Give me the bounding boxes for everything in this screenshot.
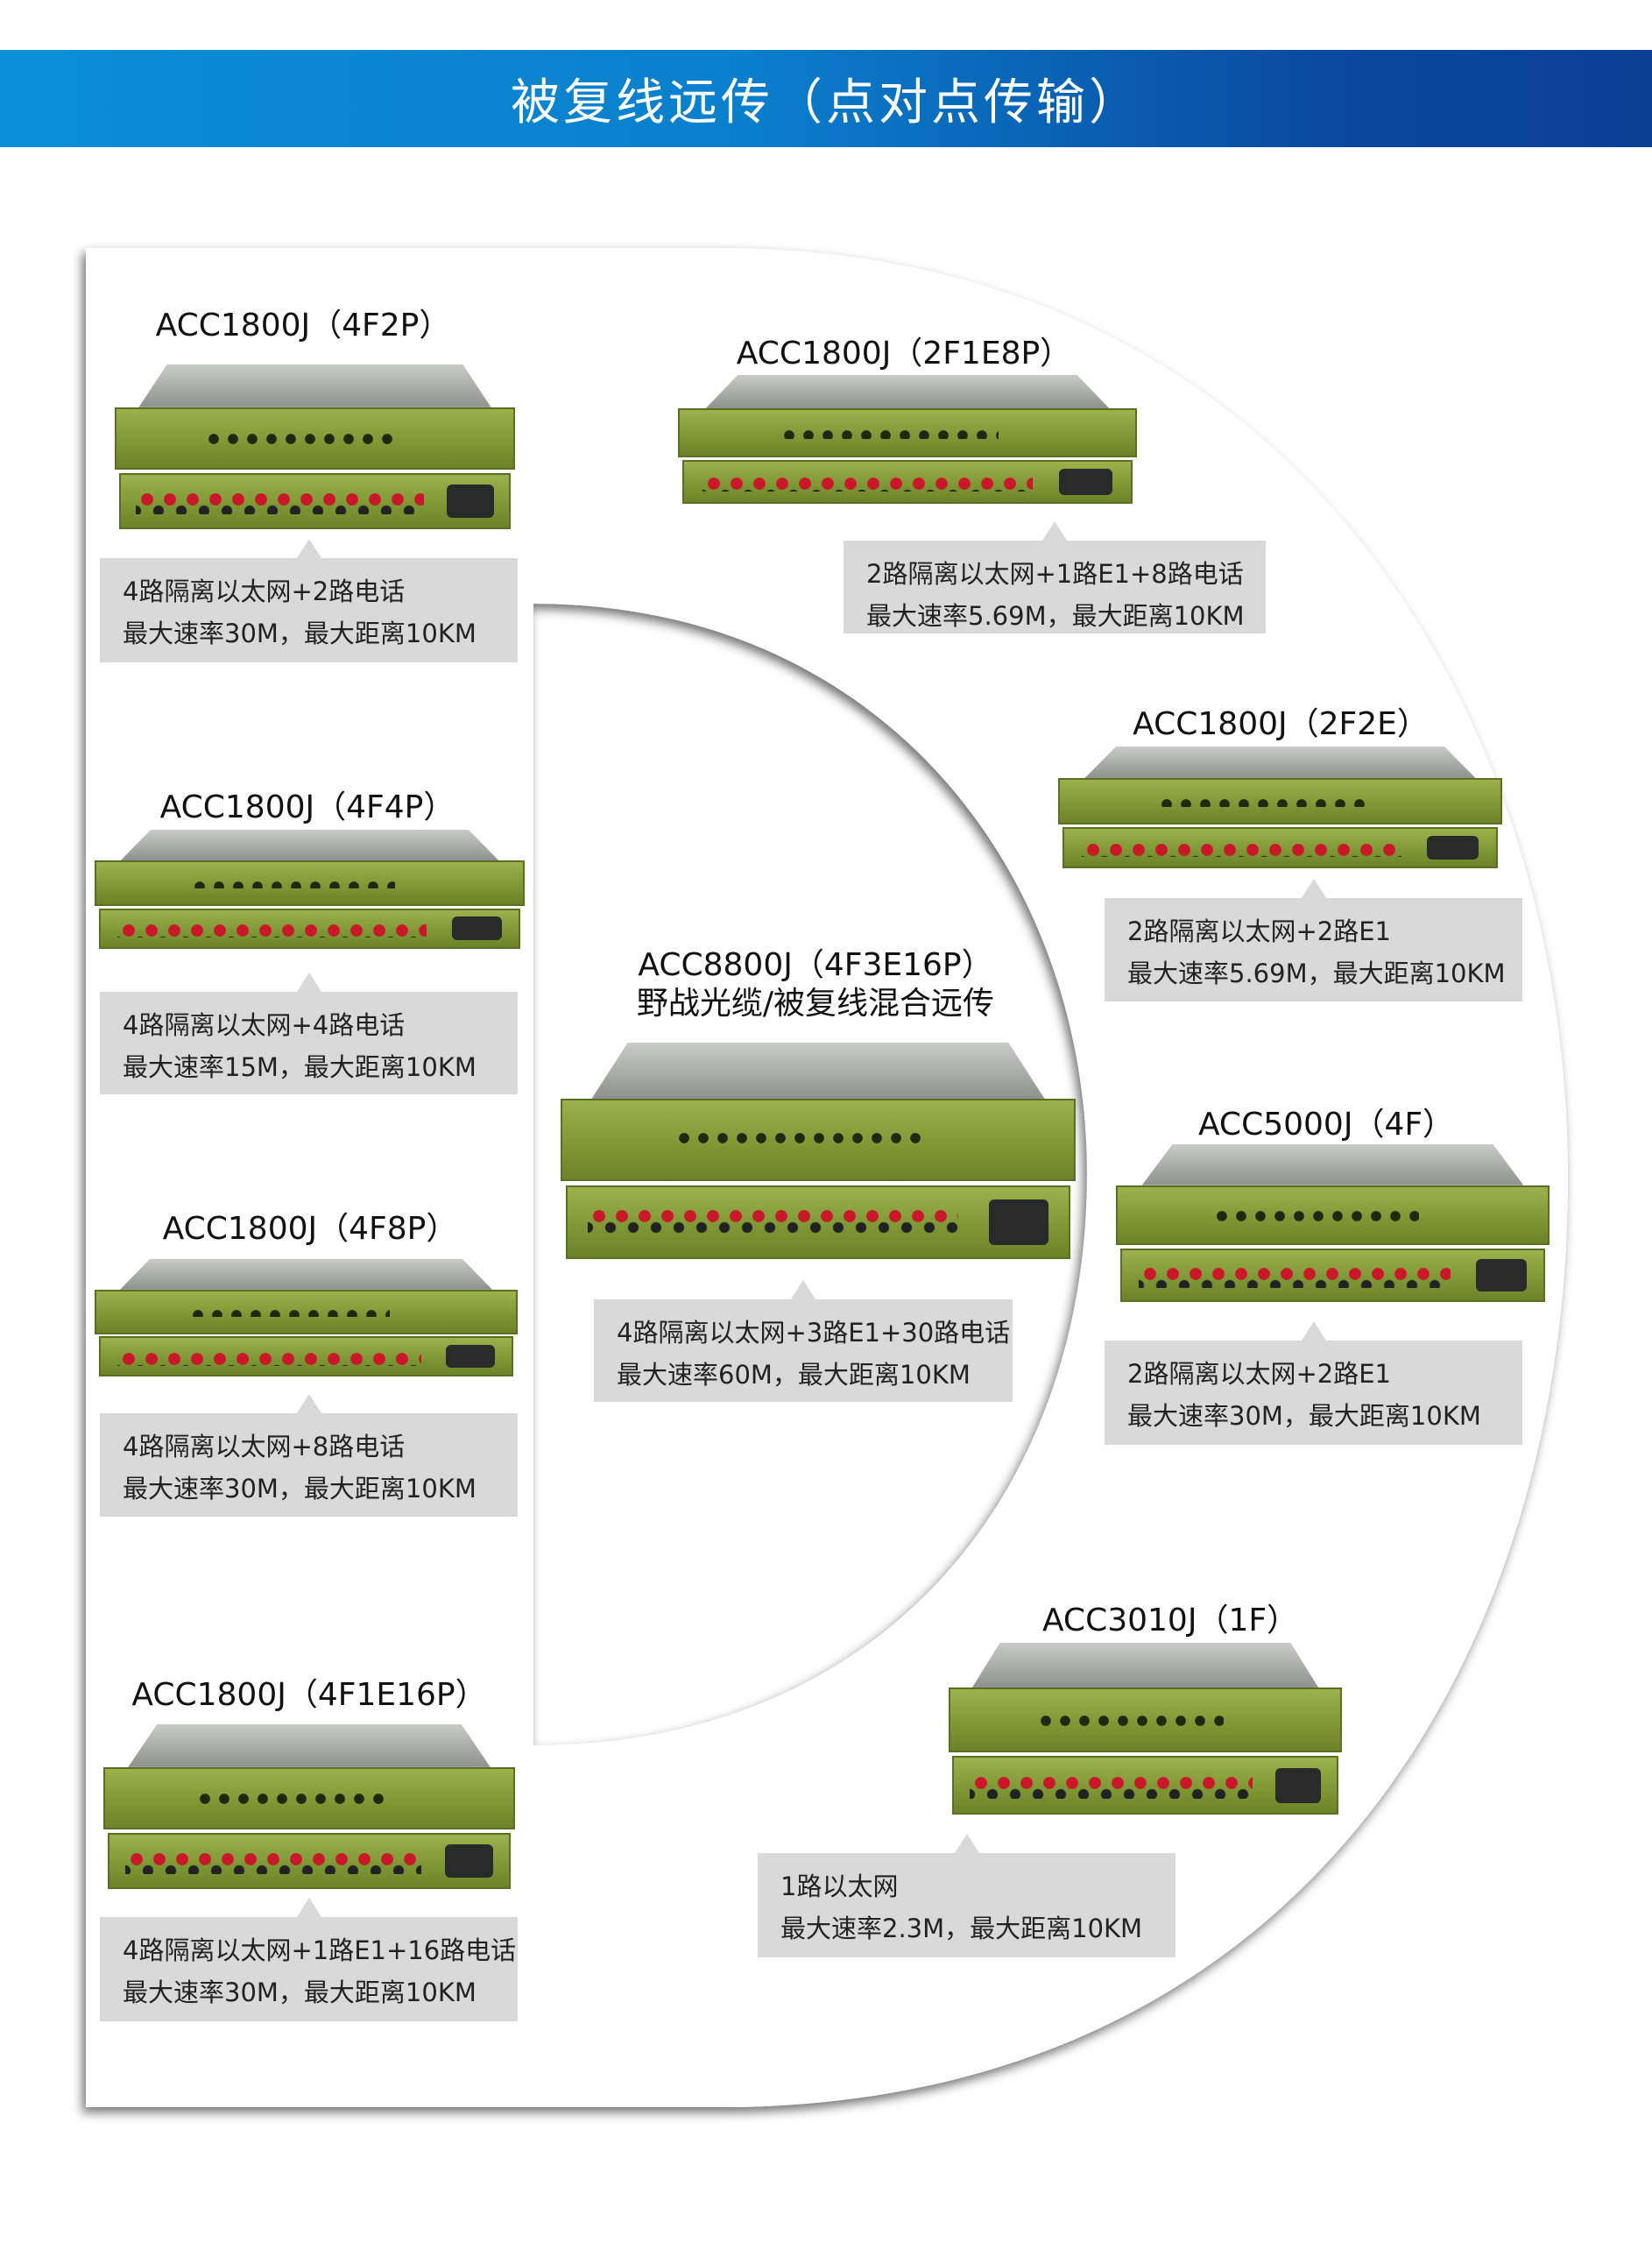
- device-lid: [705, 375, 1110, 409]
- device-rear-panel: [118, 473, 512, 529]
- spec-features: 2路隔离以太网+1路E1+8路电话: [866, 559, 1244, 589]
- device-lid: [591, 1043, 1045, 1100]
- device-image-acc1800j-4f8p: [95, 1259, 518, 1376]
- device-rear-panel: [682, 460, 1133, 504]
- device-front-panel: [115, 407, 515, 471]
- device-front-panel: [1058, 778, 1502, 824]
- model-name: ACC1800J（2F1E8P）: [736, 336, 1072, 371]
- device-front-panel: [561, 1099, 1076, 1182]
- spec-features: 4路隔离以太网+1路E1+16路电话: [123, 1935, 517, 1965]
- model-name: ACC1800J（4F2P）: [155, 308, 451, 343]
- device-lid: [138, 364, 491, 407]
- spec-caption: 2路隔离以太网+2路E1 最大速率30M，最大距离10KM: [1105, 1321, 1522, 1445]
- device-lid: [119, 1259, 493, 1290]
- product-title: ACC1800J（4F2P）: [156, 307, 451, 345]
- product-title: ACC1800J（4F8P）: [163, 1210, 458, 1249]
- model-name: ACC3010J（1F）: [1041, 1603, 1299, 1638]
- product-title: ACC3010J（1F）: [1042, 1602, 1298, 1640]
- device-image-acc8800j-4f3e16p: [561, 1043, 1076, 1259]
- device-rear-panel: [98, 908, 521, 949]
- spec-caption: 2路隔离以太网+2路E1 最大速率5.69M，最大距离10KM: [1105, 879, 1522, 1001]
- spec-features: 2路隔离以太网+2路E1: [1127, 916, 1391, 946]
- spec-caption: 4路隔离以太网+1路E1+16路电话最大速率30M，最大距离10KM: [100, 1898, 518, 2021]
- header-banner: 被复线远传（点对点传输）: [0, 50, 1652, 147]
- device-image-acc1800j-4f4p: [95, 830, 525, 949]
- device-front-panel: [1116, 1185, 1550, 1246]
- device-rear-panel: [1119, 1248, 1546, 1302]
- device-image-acc1800j-4f1e16p: [103, 1724, 515, 1889]
- device-rear-panel: [1063, 826, 1498, 868]
- device-lid: [971, 1643, 1319, 1688]
- device-front-panel: [678, 408, 1137, 458]
- device-image-acc1800j-2f2e: [1058, 746, 1502, 868]
- device-rear-panel: [98, 1336, 514, 1376]
- spec-features: 4路隔离以太网+2路电话: [123, 577, 406, 606]
- device-lid: [1084, 746, 1476, 779]
- spec-rate-distance: 最大速率5.69M，最大距离10KM: [866, 601, 1245, 631]
- product-title: ACC1800J（2F2E）: [1133, 705, 1429, 744]
- device-image-acc1800j-2f1e8p: [678, 375, 1137, 504]
- spec-rate-distance: 最大速率30M，最大距离10KM: [123, 1978, 477, 2007]
- product-title: ACC1800J（4F1E16P）: [131, 1676, 486, 1715]
- model-name: ACC5000J（4F）: [1197, 1107, 1455, 1143]
- product-subtitle: 野战光缆/被复线混合远传: [636, 986, 995, 1022]
- model-name: ACC1800J（4F8P）: [162, 1211, 458, 1247]
- device-front-panel: [103, 1766, 515, 1830]
- device-front-panel: [95, 860, 525, 907]
- device-rear-panel: [952, 1756, 1338, 1815]
- device-image-acc5000j-4f: [1116, 1144, 1550, 1302]
- page-title: 被复线远传（点对点传输）: [511, 74, 1141, 131]
- model-name: ACC8800J（4F3E16P）: [638, 947, 993, 983]
- device-lid: [1141, 1144, 1524, 1185]
- device-front-panel: [949, 1687, 1342, 1753]
- spec-caption: 4路隔离以太网+2路电话最大速率30M，最大距离10KM: [100, 539, 518, 662]
- device-rear-panel: [565, 1185, 1071, 1259]
- spec-rate-distance: 最大速率5.69M，最大距离10KM: [1127, 959, 1506, 988]
- spec-caption: 4路隔离以太网+8路电话最大速率30M，最大距离10KM: [100, 1394, 518, 1517]
- spec-rate-distance: 最大速率30M，最大距离10KM: [123, 619, 477, 648]
- product-title: ACC5000J（4F）: [1198, 1106, 1454, 1144]
- spec-features: 4路隔离以太网+8路电话: [123, 1432, 406, 1461]
- spec-caption: 1路以太网最大速率2.3M，最大距离10KM: [758, 1834, 1175, 1957]
- product-title: ACC1800J（4F4P）: [160, 789, 455, 827]
- model-name: ACC1800J（2F2E）: [1133, 706, 1429, 742]
- model-name: ACC1800J（4F1E16P）: [131, 1677, 487, 1713]
- spec-caption: 2路隔离以太网+1路E1+8路电话最大速率5.69M，最大距离10KM: [844, 521, 1266, 633]
- spec-features: 4路隔离以太网+4路电话: [123, 1010, 406, 1040]
- spec-rate-distance: 最大速率60M，最大距离10KM: [617, 1360, 971, 1390]
- device-image-acc3010j-1f: [949, 1643, 1342, 1815]
- device-lid: [120, 830, 499, 861]
- device-front-panel: [95, 1289, 518, 1334]
- product-title: ACC1800J（2F1E8P）: [737, 335, 1071, 373]
- product-title: ACC8800J（4F3E16P）野战光缆/被复线混合远传: [637, 946, 994, 1023]
- device-image-acc1800j-4f2p: [115, 364, 515, 529]
- spec-features: 2路隔离以太网+2路E1: [1127, 1359, 1391, 1389]
- spec-features: 1路以太网: [780, 1872, 899, 1901]
- spec-rate-distance: 最大速率30M，最大距离10KM: [123, 1474, 477, 1504]
- device-lid: [128, 1724, 491, 1767]
- spec-caption: 4路隔离以太网+4路电话最大速率15M，最大距离10KM: [100, 973, 518, 1094]
- device-rear-panel: [107, 1833, 512, 1889]
- spec-rate-distance: 最大速率30M，最大距离10KM: [1127, 1401, 1481, 1431]
- spec-rate-distance: 最大速率15M，最大距离10KM: [123, 1052, 477, 1082]
- spec-features: 4路隔离以太网+3路E1+30路电话: [617, 1318, 1011, 1348]
- spec-rate-distance: 最大速率2.3M，最大距离10KM: [780, 1914, 1143, 1943]
- spec-caption: 4路隔离以太网+3路E1+30路电话最大速率60M，最大距离10KM: [594, 1280, 1013, 1402]
- model-name: ACC1800J（4F4P）: [159, 789, 455, 825]
